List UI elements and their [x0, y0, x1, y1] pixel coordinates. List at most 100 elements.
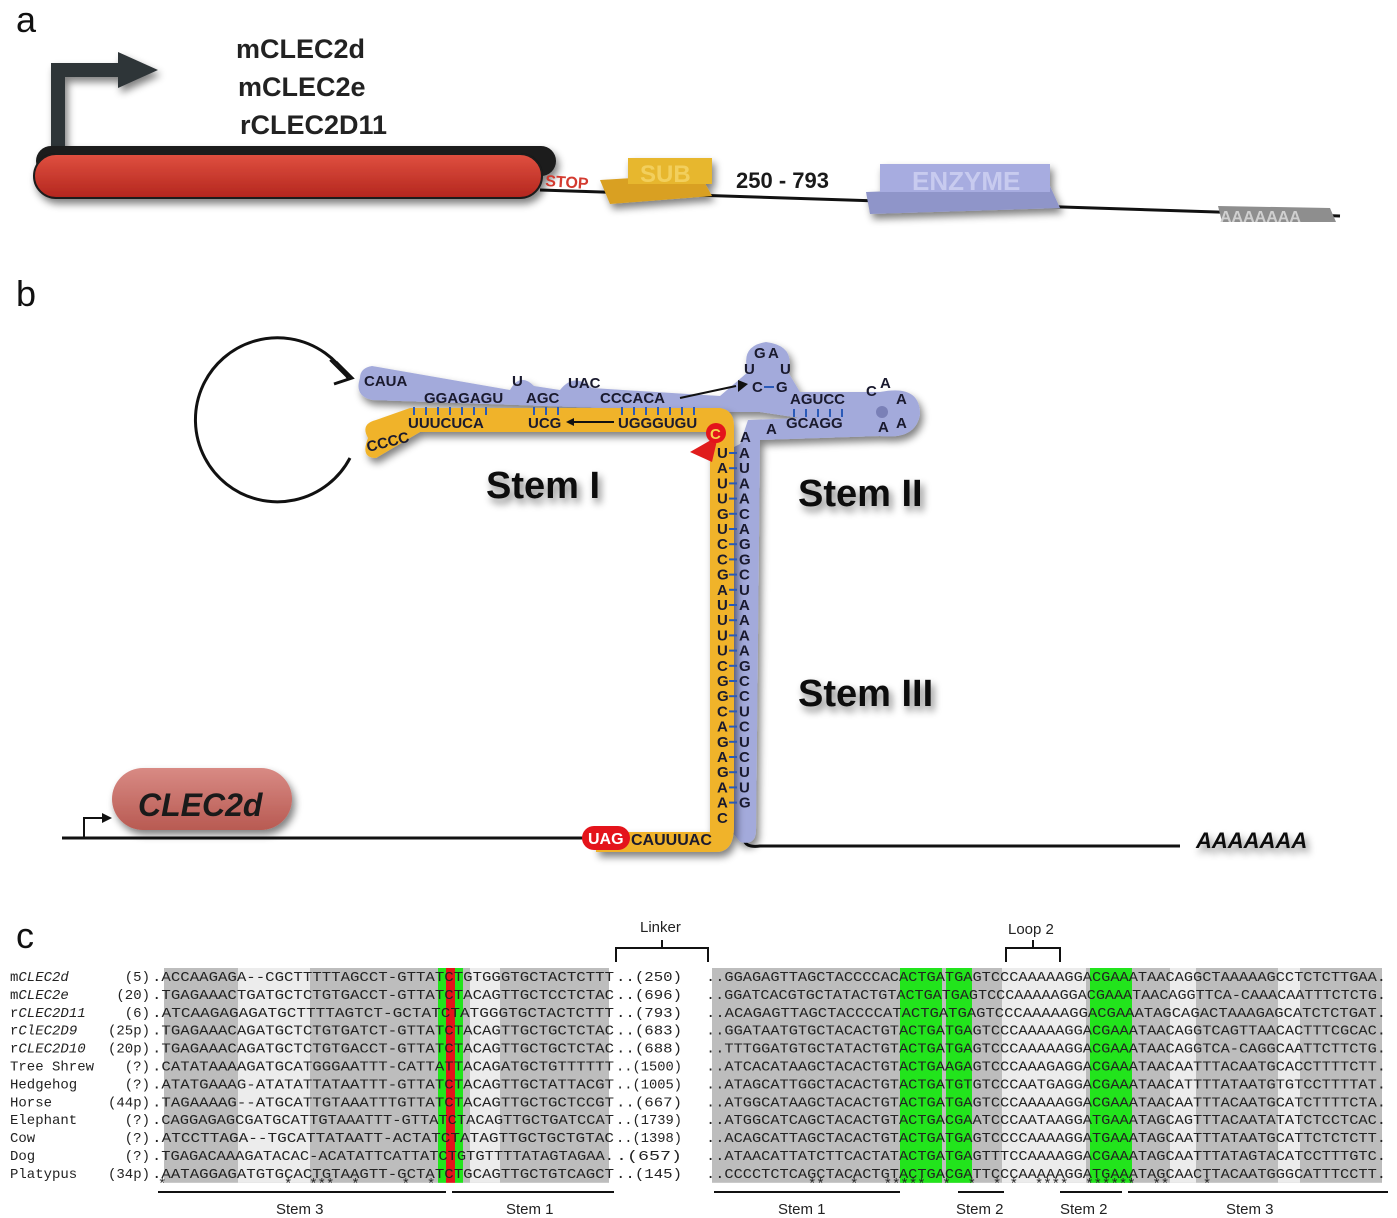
sequence-right: ..GGATAATGTGCTACACTGTACTGATGAGTCCCAAAAAG… [706, 1024, 1386, 1040]
stem3-left-nt: U [717, 597, 728, 614]
sub-label: SUB [640, 161, 691, 188]
stem-3-label: Stem III [798, 673, 933, 715]
stem3-right-nt: A [739, 597, 750, 614]
sequence-right: ..ATCACATAAGCTACACTGTACTGAAGAGTCCCAAAGAG… [706, 1060, 1386, 1076]
promoter-arrow-icon [51, 52, 158, 160]
bottom-strand-4: UGGGUGU [618, 415, 697, 432]
alignment-row: Hedgehog(?).ATATGAAAG-ATATATTATAATTT-GTT… [10, 1077, 1386, 1093]
alignment-row: Tree Shrew(?).CATATAAAAGATGCATGGGAATTT-C… [10, 1060, 1386, 1076]
linker-length: .(657) [616, 1149, 682, 1165]
stem2-base-pairs [793, 409, 843, 417]
bottom-label-stem2-a: Stem 2 [956, 1201, 1004, 1218]
stem3-left-nt: C [717, 551, 728, 568]
stem3-left-nt: G [717, 673, 729, 690]
red-column [446, 968, 455, 1183]
clec2d-gene-box [112, 768, 292, 830]
species-name: Dog [10, 1149, 35, 1165]
variable-block [238, 968, 310, 1183]
stem3-right-nt: A [739, 627, 750, 644]
alignment-row: Platypus(34p).AATAGGAGATGTGCACTGTAAGTT-G… [10, 1167, 1386, 1183]
top-strand-left: CAUA [364, 373, 407, 390]
sequence-right: ..GGATCACGTGCTATACTGTACTGATGAGTCCCAAAAAG… [706, 988, 1386, 1004]
range-label: 250 - 793 [736, 168, 829, 193]
stem3-right-nt: A [739, 612, 750, 629]
loop2-c: C [866, 383, 877, 400]
sequence-right: ..ATGGCATAAGCTACACTGTACTGATGAGTCCCAAAAAG… [706, 1095, 1386, 1111]
top-strand-seq-5: CCCACA [600, 390, 665, 407]
linker-length: ..(145) [616, 1167, 682, 1183]
conservation-stars-left: * * *** * * * [158, 1177, 435, 1193]
sequence-right: ..ACAGCATTAGCTACACTGTACTGATGAGTCCCCAAAAG… [706, 1131, 1386, 1147]
variable-block [1278, 968, 1300, 1183]
stem3-left-nt: C [717, 810, 728, 827]
stem3-right-nt: A [739, 643, 750, 660]
stem3-left-nt: U [717, 627, 728, 644]
sequence-right: ..ATAACATTATCTTCACTATACTGATGAGTTTCCAAAAG… [706, 1149, 1386, 1165]
stem3-left-nt: U [717, 643, 728, 660]
top-strand-seq-4: UAC [568, 375, 601, 392]
stem2-bottom: GCAGG [786, 415, 843, 432]
loop-top-a: A [768, 345, 779, 362]
linker-length: ..(250) [616, 970, 682, 986]
sequence-right: ..ACAGAGTTAGCTACCCCATACTGATGAGTCCCAAAAAG… [706, 1006, 1386, 1022]
stem3-left-nt: A [717, 460, 728, 477]
panel-a: a mCLEC2d mCLEC2e rCLEC2D11 STOP SUB 250… [16, 0, 1341, 226]
species-name: rClEC2D9 [10, 1024, 77, 1040]
stem3-left-nt: U [717, 475, 728, 492]
cleavage-site-marker [706, 423, 726, 443]
species-name: rCLEC2D10 [10, 1042, 86, 1058]
stem3-right-nt: C [739, 567, 750, 584]
sequence-left: .ATCAAGAGAGATGCTTTTAGTCT-GCTATCTATGGGTGC… [152, 1006, 614, 1022]
small-promoter-arrow-icon [83, 813, 112, 838]
sequence-right: ..ATAGCATTGGCTACACTGTACTGATGTGTCCCAATGAG… [706, 1077, 1386, 1093]
row-start-position: (25p) [108, 1024, 150, 1040]
bottom-label-stem1-left: Stem 1 [506, 1201, 554, 1218]
stem3-right-nt: A [739, 475, 750, 492]
variable-block [470, 968, 500, 1183]
loop-top-g: G [754, 345, 766, 362]
top-strand-seq-3: AGC [526, 390, 560, 407]
stem3-left-nt: A [717, 795, 728, 812]
stem3-right-nt: U [739, 764, 750, 781]
sequence-right: ..GGAGAGTTAGCTACCCCACACTGATGAGTCCCAAAAAG… [706, 970, 1386, 986]
alignment-row: Dog (?).TGAGACAAAGATACAC-ACATATTCATTATCTG… [10, 1149, 1386, 1165]
panel-a-label: a [16, 0, 37, 40]
stem2-pair-g: G [776, 379, 788, 396]
loop2-a1: A [880, 375, 891, 392]
sequence-left: .CATATAAAAGATGCATGGGAATTT-CATTATTACAGATG… [152, 1060, 614, 1076]
row-start-position: (34p) [108, 1167, 150, 1183]
species-name: Tree Shrew [10, 1060, 95, 1076]
enzyme-label: ENZYME [912, 166, 1020, 196]
bottom-label-stem3-right: Stem 3 [1226, 1201, 1274, 1218]
row-start-position: (?) [125, 1149, 150, 1165]
stem3-right-nt: C [739, 719, 750, 736]
stem3-left-nt: U [717, 445, 728, 462]
stem3-left-nt: A [717, 582, 728, 599]
bottom-label-stem1-right: Stem 1 [778, 1201, 826, 1218]
stem3-right-nt: G [739, 536, 751, 553]
sequence-right: ..CCCCTCTCAGCTACACTGTACTGACGATTCCCAAAAAG… [706, 1167, 1386, 1183]
alignment-row: mCLEC2d(5).ACCAAGAGA--CGCTTTTTAGCCT-GTTA… [10, 970, 1386, 986]
row-start-position: (?) [125, 1077, 150, 1093]
clec2d-label: CLEC2d [138, 787, 264, 823]
stem3-right-nt: U [739, 734, 750, 751]
linker-length: ..(793) [616, 1006, 682, 1022]
loop2-a3: A [896, 415, 907, 432]
stem3-left-nt: U [717, 612, 728, 629]
loop2-bracket [1005, 940, 1061, 962]
stem3-right-nt: G [739, 551, 751, 568]
stem-connector-arrow [679, 385, 737, 399]
alignment-row: Elephant(?).CAGGAGAGCGATGCATTGTAAATTT-GT… [10, 1113, 1386, 1129]
species-name: mCLEC2d [10, 970, 69, 986]
alignment-row: rCLEC2D11(6).ATCAAGAGAGATGCTTTTAGTCT-GCT… [10, 1006, 1386, 1022]
sequence-left: .TGAGACAAAGATACAC-ACATATTCATTATCTGTGTTTT… [152, 1149, 614, 1165]
stem3-left-nt: A [717, 749, 728, 766]
linker-length: ..(667) [616, 1095, 682, 1111]
alignment-row: Cow(?).ATCCTTAGA--TGCATTATAATT-ACTATCTAT… [10, 1131, 1386, 1147]
linker-length: ..(683) [616, 1024, 682, 1040]
stem3-right-nt: C [739, 688, 750, 705]
alignment-row: rCLEC2D10(20p).TGAGAAACAGATGCTCTGTGACCT-… [10, 1042, 1386, 1058]
conservation-stars-right: ** * ***** * * * * **** ****** ** * [808, 1177, 1211, 1193]
panel-c: c Linker Loop 2 mCLEC2d(5).ACCAAGAGA--CG… [10, 915, 1388, 1218]
